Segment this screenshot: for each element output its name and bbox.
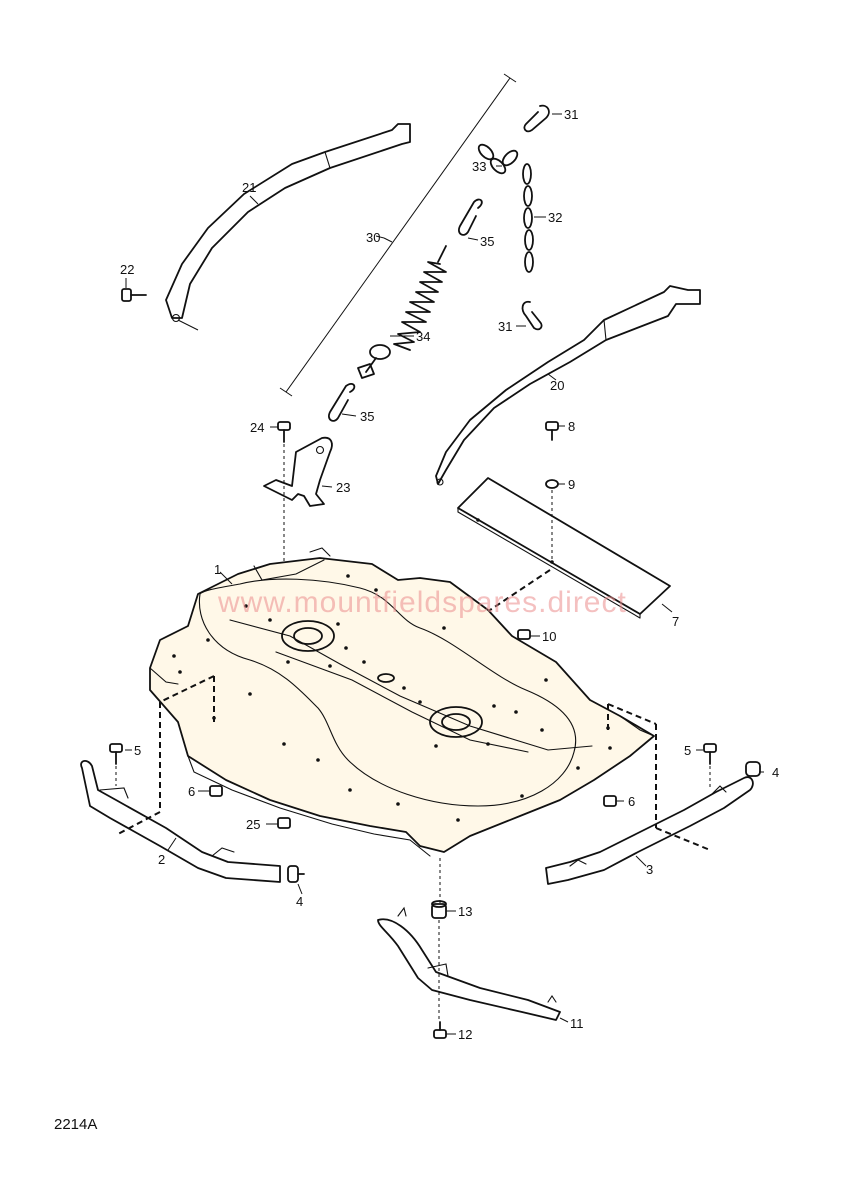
deck-bolt-holes bbox=[172, 574, 612, 822]
part-31-s-hook-bottom bbox=[516, 300, 543, 331]
callout-32: 32 bbox=[548, 210, 562, 225]
callout-3: 3 bbox=[646, 862, 653, 877]
part-23-bracket bbox=[263, 436, 333, 507]
callout-33: 33 bbox=[472, 159, 486, 174]
part-31-s-hook-top bbox=[523, 104, 562, 133]
part-5-bolt-right bbox=[703, 743, 717, 765]
callout-22: 22 bbox=[120, 262, 134, 277]
callout-5-left: 5 bbox=[134, 743, 141, 758]
part-35-spring-hook-bottom bbox=[328, 382, 357, 422]
callout-6-right: 6 bbox=[628, 794, 635, 809]
part-1-mower-deck bbox=[149, 547, 655, 857]
callout-23: 23 bbox=[336, 480, 350, 495]
part-32-chain bbox=[522, 163, 546, 273]
callout-25: 25 bbox=[246, 817, 260, 832]
part-6-nut-right bbox=[603, 795, 617, 807]
part-4-cap-right bbox=[745, 761, 761, 777]
callout-10: 10 bbox=[542, 629, 556, 644]
callout-5-right: 5 bbox=[684, 743, 691, 758]
callout-9: 9 bbox=[568, 477, 575, 492]
callout-31-bottom: 31 bbox=[498, 319, 512, 334]
callout-20: 20 bbox=[550, 378, 564, 393]
part-30-spring-assembly-line bbox=[279, 73, 517, 397]
callout-2: 2 bbox=[158, 852, 165, 867]
part-3-front-bumper-right bbox=[545, 776, 754, 885]
part-20-hanger-arm bbox=[435, 285, 701, 486]
callout-21: 21 bbox=[242, 180, 256, 195]
callout-leaders bbox=[125, 165, 764, 1035]
callout-4-right: 4 bbox=[772, 765, 779, 780]
callout-1: 1 bbox=[214, 562, 221, 577]
part-4-cap-left bbox=[287, 865, 305, 883]
part-12-bolt bbox=[433, 1021, 447, 1039]
callout-31-top: 31 bbox=[564, 107, 578, 122]
part-2-front-bumper-left bbox=[80, 760, 281, 883]
part-34-extension-spring bbox=[357, 245, 447, 379]
part-8-bolt bbox=[545, 421, 559, 441]
part-33-chain-connector bbox=[477, 143, 519, 175]
part-21-hanger-arm bbox=[165, 123, 411, 331]
callout-34: 34 bbox=[416, 329, 430, 344]
part-11-roller-skid bbox=[377, 906, 561, 1021]
part-5-bolt-left bbox=[109, 743, 123, 765]
part-6-nut-left bbox=[209, 785, 223, 797]
callout-12: 12 bbox=[458, 1027, 472, 1042]
part-13-spacer bbox=[431, 900, 447, 919]
callout-4-left: 4 bbox=[296, 894, 303, 909]
callout-35-bottom: 35 bbox=[360, 409, 374, 424]
part-9-washer bbox=[545, 479, 559, 489]
callout-8: 8 bbox=[568, 419, 575, 434]
part-25-nut bbox=[277, 817, 291, 829]
callout-13: 13 bbox=[458, 904, 472, 919]
part-22-bolt bbox=[121, 278, 147, 302]
part-24-bolt bbox=[277, 421, 291, 443]
callout-labels: 1 2 3 4 4 5 5 6 6 7 8 9 10 11 12 13 20 2… bbox=[120, 107, 779, 1042]
drawing-code: 2214A bbox=[54, 1116, 98, 1133]
callout-6-left: 6 bbox=[188, 784, 195, 799]
part-10-nut bbox=[517, 629, 531, 640]
part-35-spring-hook-top bbox=[458, 198, 483, 241]
callout-24: 24 bbox=[250, 420, 264, 435]
watermark: www.mountfieldspares.direct bbox=[217, 586, 627, 619]
callout-11: 11 bbox=[570, 1016, 584, 1031]
callout-35-top: 35 bbox=[480, 234, 494, 249]
callout-7: 7 bbox=[672, 614, 679, 629]
callout-30: 30 bbox=[366, 230, 380, 245]
part-7-baffle-plate bbox=[457, 477, 671, 619]
